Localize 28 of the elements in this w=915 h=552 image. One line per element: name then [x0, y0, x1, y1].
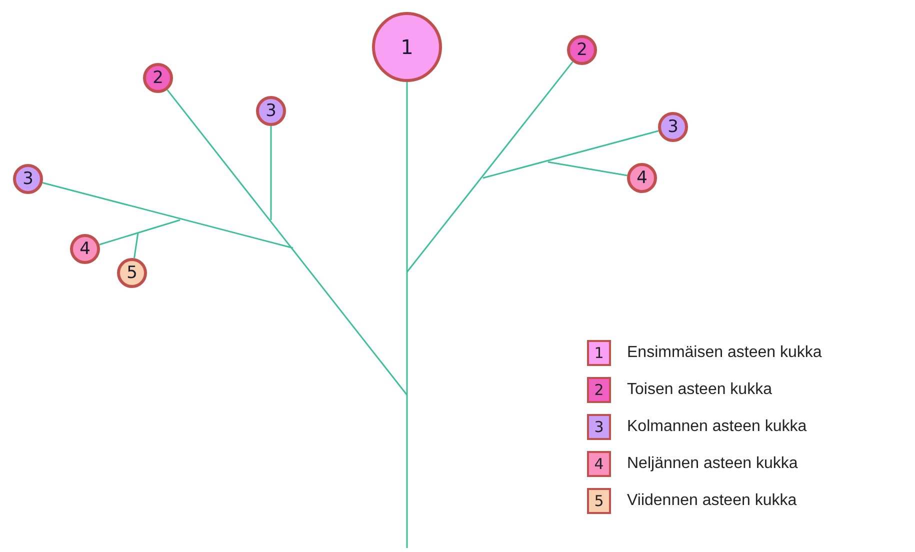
- stem-line: [133, 232, 139, 258]
- legend-number: 4: [594, 455, 604, 473]
- legend-label: Neljännen asteen kukka: [627, 455, 798, 473]
- stem-line: [482, 130, 659, 179]
- legend-number: 1: [594, 344, 604, 362]
- stem-line: [42, 182, 294, 249]
- flower-circle: 2: [143, 63, 173, 93]
- legend-number: 5: [594, 492, 604, 510]
- stem-line: [270, 126, 272, 220]
- stem-line: [99, 219, 180, 246]
- legend-number: 3: [594, 418, 604, 436]
- legend-label: Viidennen asteen kukka: [627, 492, 797, 510]
- flower-circle: 2: [567, 35, 597, 65]
- flower-circle: 4: [70, 234, 100, 264]
- flower-circle: 4: [627, 163, 657, 193]
- legend-label: Toisen asteen kukka: [627, 381, 772, 399]
- flower-circle: 5: [117, 258, 147, 288]
- stem-line: [406, 82, 408, 548]
- stem-line: [406, 61, 574, 272]
- flower-circle: 3: [256, 96, 286, 126]
- legend-number: 2: [594, 381, 604, 399]
- flower-circle: 3: [658, 112, 688, 142]
- stem-line: [548, 161, 628, 176]
- stem-line: [166, 89, 408, 396]
- flower-circle: 1: [372, 12, 442, 82]
- flower-circle: 3: [13, 164, 43, 194]
- legend-label: Kolmannen asteen kukka: [627, 418, 807, 436]
- legend-label: Ensimmäisen asteen kukka: [627, 344, 822, 362]
